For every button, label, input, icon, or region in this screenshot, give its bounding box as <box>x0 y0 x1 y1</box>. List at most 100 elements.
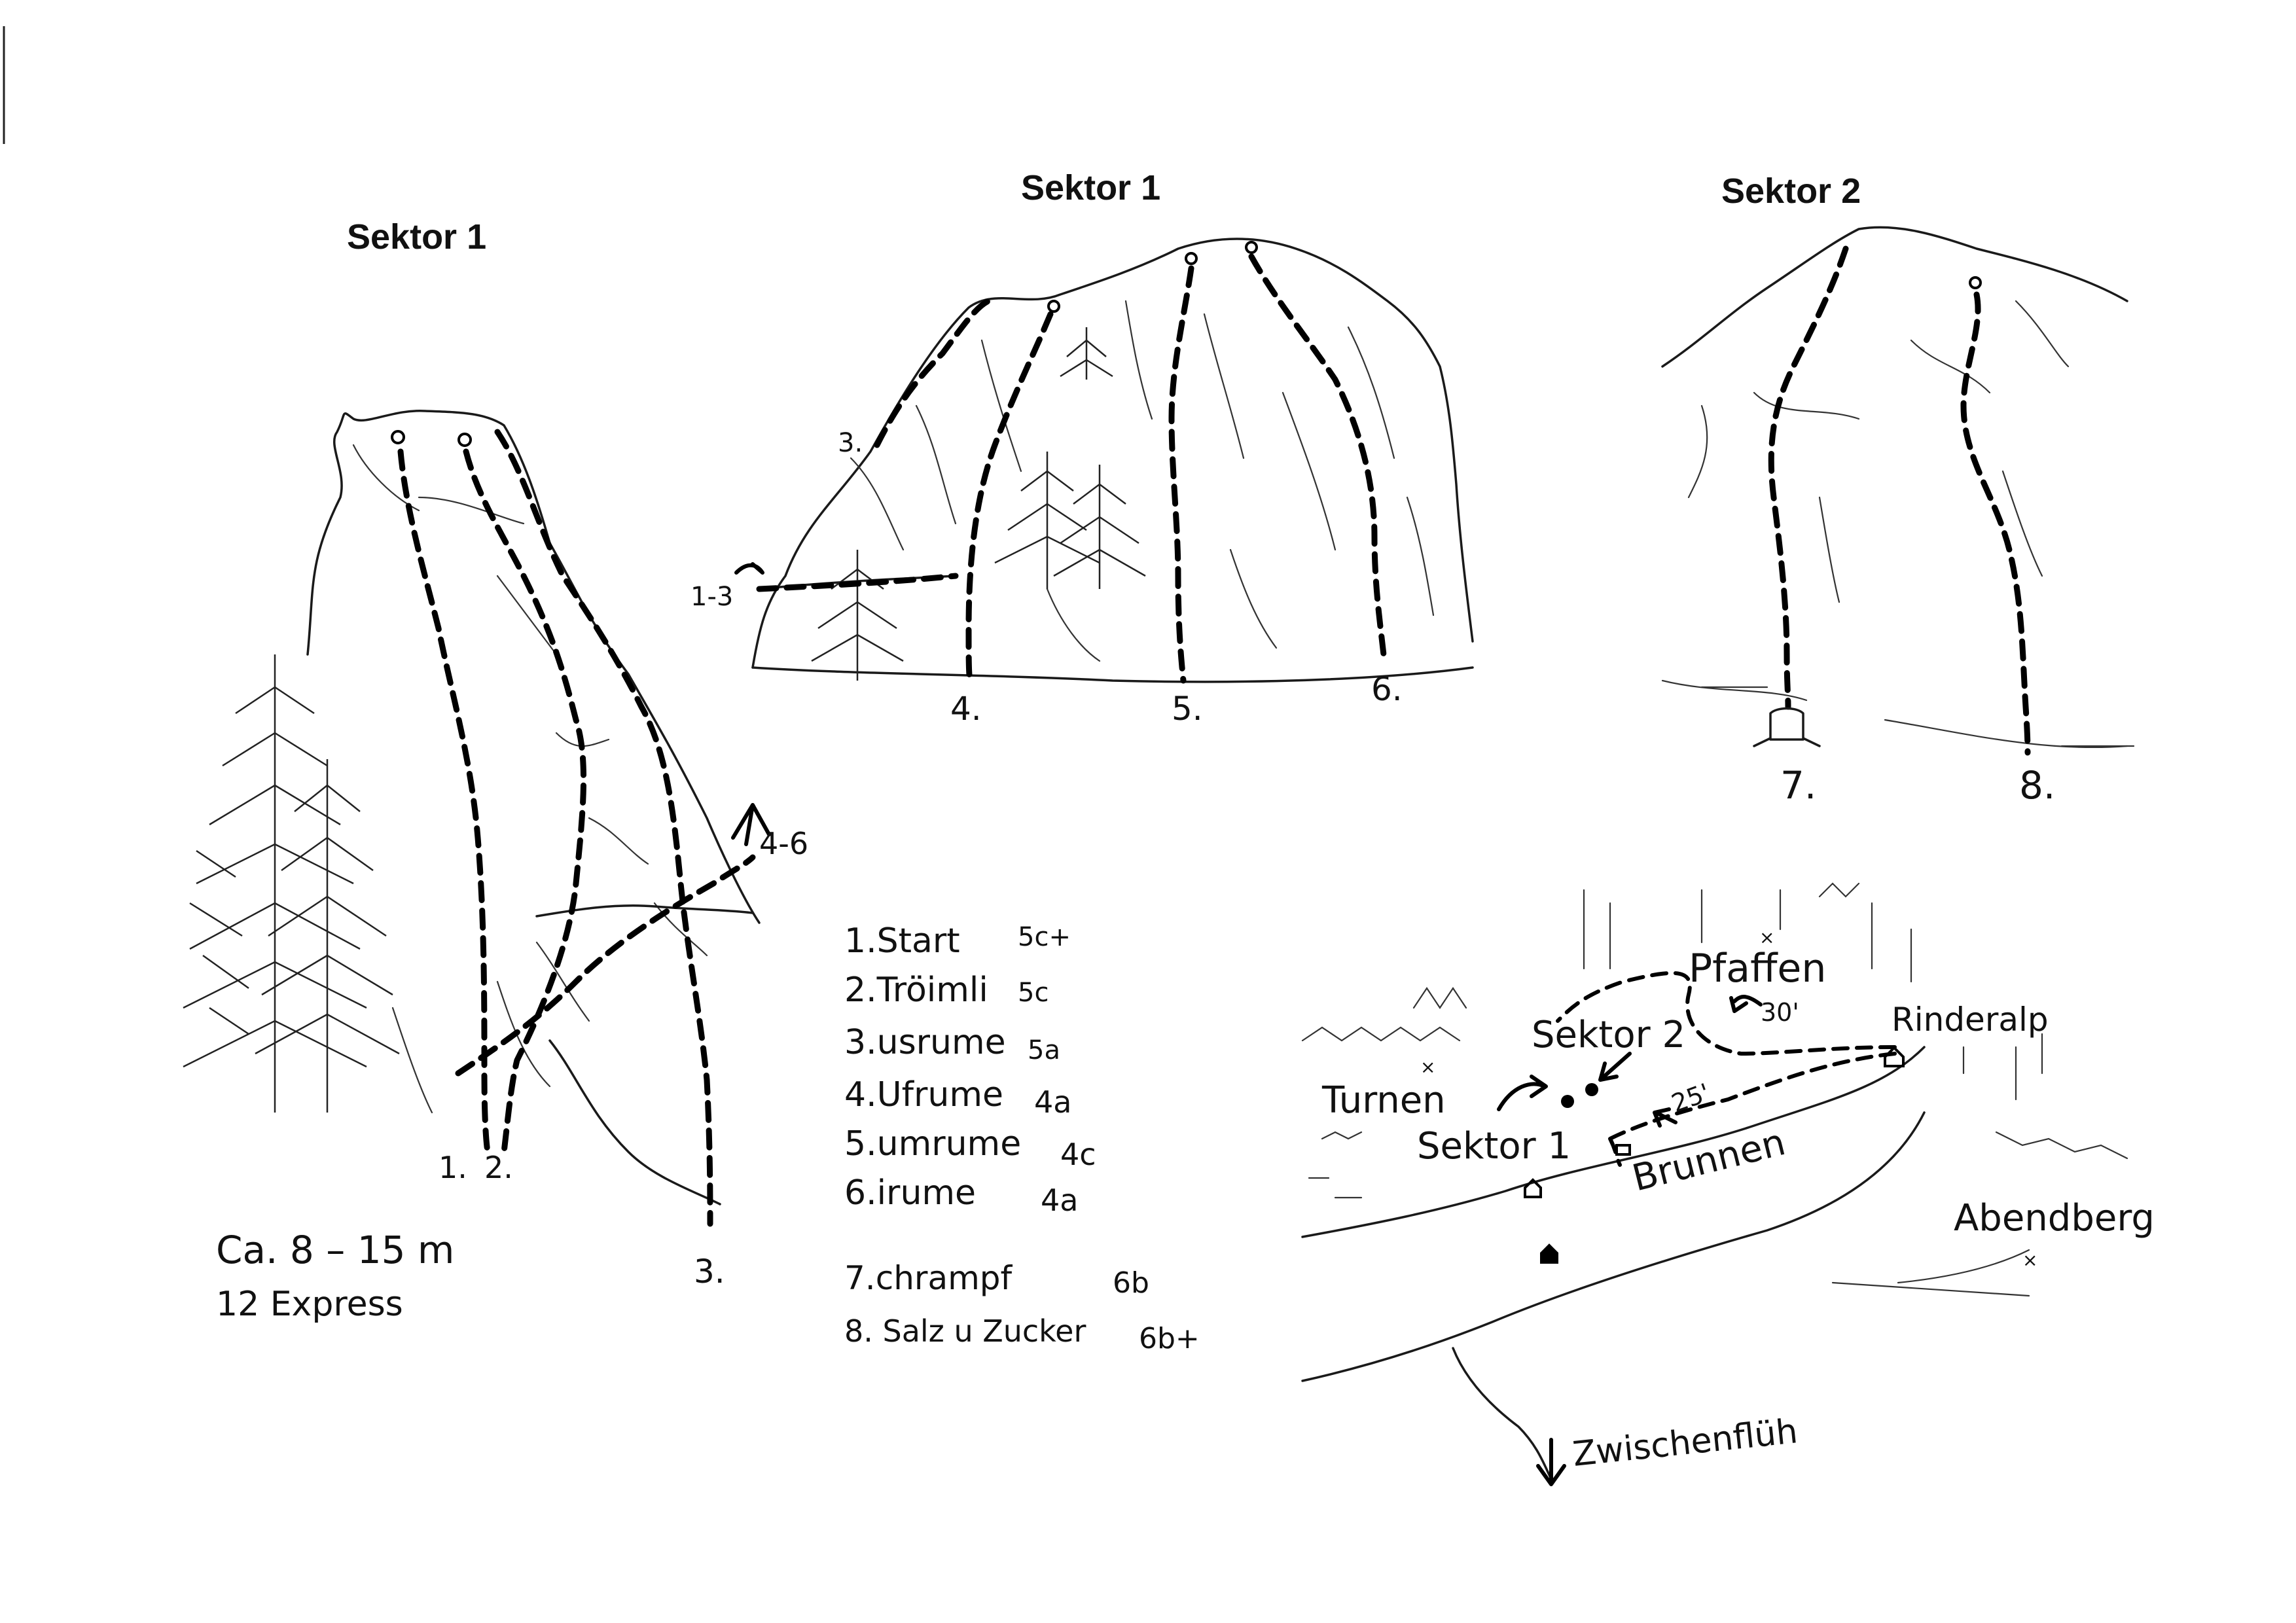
hut-icon-2 <box>1540 1243 1558 1264</box>
anchor-right-8 <box>1969 276 1982 289</box>
arrow-sektor1 <box>1497 1075 1548 1111</box>
route-list-item-4-label: 4.Ufrume <box>844 1075 1003 1115</box>
route-list-item-1-label: 1.Start <box>844 921 960 961</box>
topo-sektor2: Sektor 2 7. 8. <box>1661 171 2135 808</box>
route-list-item-6-grade: 4a <box>1041 1183 1078 1218</box>
map-label-brunnen: Brunnen <box>1628 1121 1790 1200</box>
route-4-6-traverse <box>455 854 756 1077</box>
map-label-sektor2: Sektor 2 <box>1532 1014 1685 1056</box>
valley-line-upper <box>1301 1046 1926 1238</box>
info-express: 12 Express <box>216 1285 403 1324</box>
anchor-left-1 <box>391 430 405 444</box>
rock-base-middle <box>751 666 1474 683</box>
label-route-5: 5. <box>1172 690 1203 728</box>
route-7-line <box>1768 245 1849 710</box>
trail-rinderalp-sektor1 <box>1608 1052 1897 1141</box>
route-list-item-7-grade: 6b <box>1113 1266 1149 1300</box>
route-5-line <box>1168 265 1194 684</box>
map-label-time-30: 30' <box>1761 998 1799 1027</box>
arrow-25 <box>1653 1107 1677 1128</box>
map-label-abendberg: Abendberg <box>1954 1197 2155 1240</box>
title-sektor1-left: Sektor 1 <box>347 217 486 257</box>
road-to-zwischenfluh <box>1452 1347 1552 1480</box>
arrow-sektor2 <box>1598 1052 1632 1082</box>
marker-turnen: × <box>1420 1056 1435 1078</box>
route-list-item-2-label: 2.Tröimli <box>844 971 988 1010</box>
label-route-1: 1. <box>439 1150 467 1185</box>
route-list-item-8-label: 8. Salz u Zucker <box>844 1313 1086 1349</box>
marker-abendberg: × <box>2022 1249 2037 1271</box>
rock-outline-middle <box>751 238 1474 669</box>
route-list: 1.Start 5c+ 2.Tröimli 5c 3.usrume 5a 4.U… <box>844 921 1200 1355</box>
route-8-line <box>1960 291 2031 756</box>
anchor-mid-6 <box>1245 241 1258 254</box>
arrow-pfaffen-30 <box>1729 995 1763 1013</box>
map-label-rinderalp: Rinderalp <box>1892 1001 2049 1039</box>
tree-cluster-middle <box>811 327 1146 681</box>
route-list-item-3-grade: 5a <box>1028 1035 1060 1065</box>
terrain-hatching <box>1301 882 2128 1297</box>
label-traverse-4-6: 4-6 <box>759 826 808 861</box>
rock-detail-right <box>1687 300 2135 747</box>
route-list-item-4-grade: 4a <box>1034 1084 1071 1120</box>
route-3-line <box>494 429 713 1227</box>
route-6-line <box>1248 253 1388 664</box>
rock-detail-left <box>352 444 708 1114</box>
hut-icon-1 <box>1524 1178 1542 1198</box>
label-route-4: 4. <box>950 690 982 728</box>
label-traverse-1-3: 1-3 <box>691 582 733 612</box>
trail-brunnen <box>1608 1137 1622 1167</box>
route-3-middle-line <box>874 298 992 448</box>
route-list-item-8-grade: 6b+ <box>1139 1322 1200 1355</box>
brunnen-icon <box>1615 1144 1631 1156</box>
route-4-line <box>965 311 1054 684</box>
anchor-left-2 <box>457 433 472 447</box>
approach-map: × × × Turnen Sektor 1 Sektor 2 Pfaffen R… <box>1301 882 2155 1486</box>
label-route-7: 7. <box>1780 763 1816 808</box>
route-list-item-6-label: 6.irume <box>844 1173 976 1213</box>
ground-right <box>1661 679 2128 749</box>
route-1-3-traverse-middle <box>756 573 959 592</box>
tree-cluster-left <box>183 654 400 1113</box>
label-route-3-left: 3. <box>694 1253 725 1291</box>
map-label-turnen: Turnen <box>1321 1079 1446 1122</box>
marker-sektor1 <box>1561 1095 1574 1108</box>
anchor-mid-5 <box>1185 252 1198 265</box>
topo-sektor1-middle: Sektor 1 3. 1-3 4. 5. 6. <box>691 168 1474 728</box>
map-label-pfaffen: Pfaffen <box>1689 946 1826 991</box>
route-list-item-3-label: 3.usrume <box>844 1023 1006 1062</box>
rock-outline-right <box>1661 226 2128 368</box>
hut-rinderalp-icon <box>1884 1046 1905 1067</box>
arrow-1-3 <box>734 562 764 575</box>
rock-base-left <box>548 1039 721 1205</box>
label-route-6: 6. <box>1371 670 1403 708</box>
label-route-3-middle: 3. <box>838 428 863 458</box>
rock-outline-left <box>306 410 761 924</box>
anchor-mid-4 <box>1047 300 1060 313</box>
route-list-item-7-label: 7.chrampf <box>844 1259 1013 1297</box>
marker-sektor2 <box>1585 1083 1598 1096</box>
route-list-item-1-grade: 5c+ <box>1018 922 1071 952</box>
route-1-line <box>397 448 491 1155</box>
trail-rinderalp-sektor2 <box>1556 971 1897 1056</box>
label-route-8: 8. <box>2019 763 2055 808</box>
map-label-sektor1: Sektor 1 <box>1417 1125 1571 1168</box>
title-sektor1-middle: Sektor 1 <box>1021 168 1160 207</box>
rock-detail-middle <box>850 300 1435 662</box>
route-list-item-5-grade: 4c <box>1060 1137 1096 1172</box>
arrow-4-6 <box>731 803 771 846</box>
info-height: Ca. 8 – 15 m <box>216 1228 454 1272</box>
valley-line-lower <box>1301 1111 1926 1382</box>
arrow-zwischenfluh <box>1536 1438 1566 1486</box>
label-route-2: 2. <box>484 1150 513 1185</box>
title-sektor2: Sektor 2 <box>1721 171 1861 211</box>
map-label-time-25: 25' <box>1668 1078 1713 1118</box>
route-list-item-2-grade: 5c <box>1018 978 1049 1008</box>
tree-stump <box>1753 707 1821 747</box>
marker-pfaffen: × <box>1759 927 1774 948</box>
route-list-item-5-label: 5.umrume <box>844 1124 1021 1164</box>
map-label-zwischenfluh: Zwischenflüh <box>1571 1412 1799 1474</box>
topo-sektor1-left: Sektor 1 1. 2. 3. 4-6 Ca. 8 – 15 m 12 Ex… <box>183 217 808 1324</box>
route-2-line <box>463 448 587 1155</box>
